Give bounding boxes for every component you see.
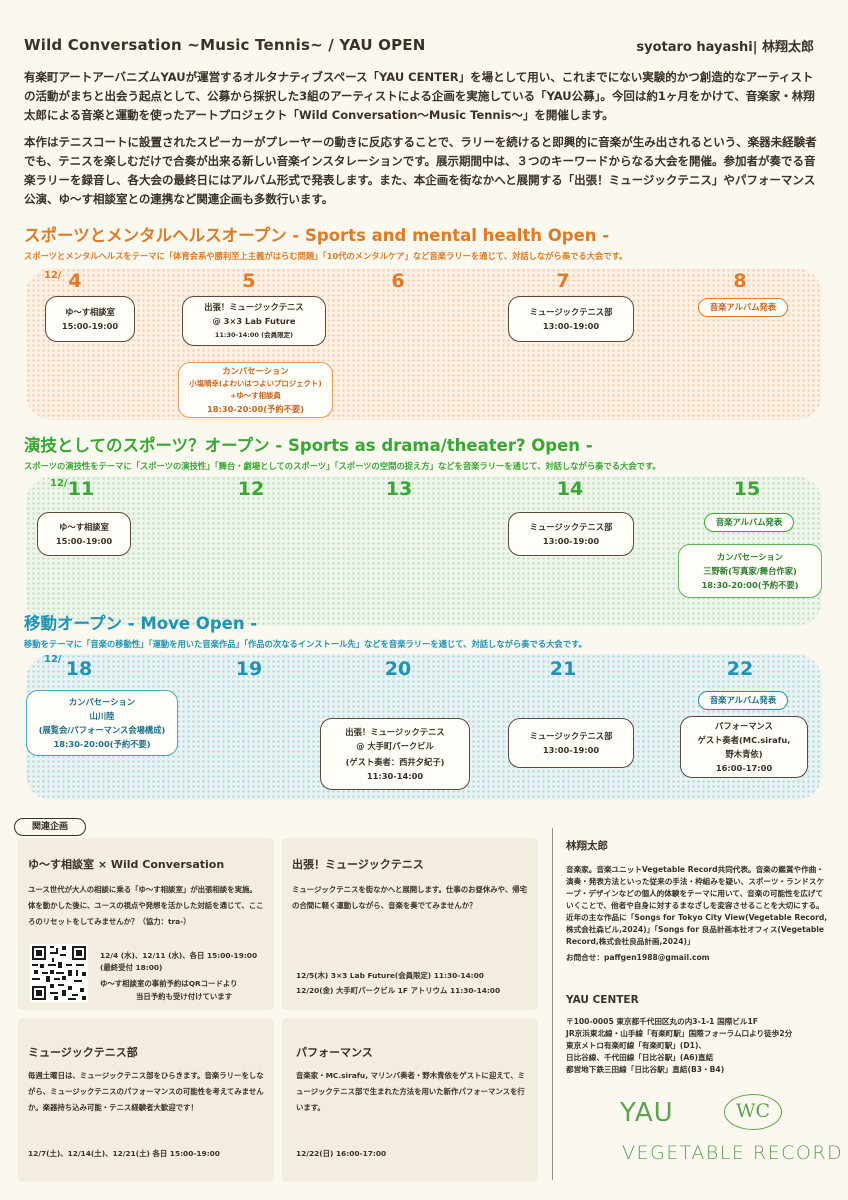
conversation-card-15: カンバセーション 三野新(写真家/舞台作家) 18:30-20:00(予約不要) xyxy=(678,544,822,598)
conversation-card-18: カンバセーション 山川陸 (展覧会/パフォーマンス会場構成) 18:30-20:… xyxy=(26,690,178,756)
related-box-trip: 出張！ミュージックテニス ミュージックテニスを街なかへと展開します。仕事のお昼休… xyxy=(282,838,538,1010)
related-box-performance-title: パフォーマンス xyxy=(296,1046,373,1059)
day-7: 7 xyxy=(556,270,570,292)
section-3-title: 移動オープン - Move Open - xyxy=(24,614,258,633)
related-box-performance: パフォーマンス 音楽家・MC.sirafu, マリンバ奏者・野木青依をゲストに迎… xyxy=(282,1018,538,1182)
related-box-club: ミュージックテニス部 毎週土曜日は、ミュージックテニス部をひらきます。音楽ラリー… xyxy=(18,1018,274,1182)
related-box-performance-date: 12/22(日) 16:00-17:00 xyxy=(296,1149,387,1158)
day-4: 4 xyxy=(68,270,82,292)
day-19: 19 xyxy=(235,658,263,680)
section-2-month: 12/ xyxy=(50,478,68,489)
performance-card-22: パフォーマンス ゲスト奏者(MC.sirafu, 野木青依) 16:00-17:… xyxy=(680,716,808,778)
day-5: 5 xyxy=(242,270,256,292)
intro-paragraph-1: 有楽町アートアーバニズムYAUが運営するオルタナティブスペース「YAU CENT… xyxy=(24,70,815,122)
day-8: 8 xyxy=(733,270,747,292)
qr-code-icon[interactable] xyxy=(30,944,88,1002)
section-2-title: 演技としてのスポーツ？オープン - Sports as drama/theate… xyxy=(24,436,593,455)
intro-paragraph-2: 本作はテニスコートに設置されたスピーカーがプレーヤーの動きに反応することで、ラリ… xyxy=(24,135,817,206)
section-1-month: 12/ xyxy=(44,270,62,281)
related-box-trip-date1: 12/5(木) 3×3 Lab Future(会員限定) 11:30-14:00 xyxy=(296,971,484,980)
album-release-pill-8: 音楽アルバム発表 xyxy=(698,298,788,317)
related-box-youth-body: ユース世代が大人の相談に乗る「ゆ〜す相談室」が出張相談を実施。体を動かした後に、… xyxy=(28,885,264,926)
venue-access-1: JR京浜東北線・山手線「有楽町駅」国際フォーラム口より徒歩2分 xyxy=(566,1029,793,1038)
conversation-card-5: カンバセーション 小塩晴幸(よわいはつよいプロジェクト) +ゆ〜す相談員 18:… xyxy=(178,362,333,418)
section-3-month: 12/ xyxy=(44,654,62,665)
section-1-title: スポーツとメンタルヘルスオープン - Sports and mental hea… xyxy=(24,226,610,245)
profile-name: 林翔太郎 xyxy=(566,840,608,852)
related-box-youth-note1: ゆ〜す相談室の事前予約はQRコードより xyxy=(100,979,238,988)
section-1-band xyxy=(26,268,822,420)
wc-logo: WC xyxy=(724,1094,782,1130)
day-14: 14 xyxy=(556,478,584,500)
venue-access-4: 都営地下鉄三田線「日比谷駅」直結(B3・B4) xyxy=(566,1065,725,1074)
related-box-trip-body: ミュージックテニスを街なかへと展開します。仕事のお昼休みや、帰宅の合間に軽く運動… xyxy=(292,885,528,910)
related-box-club-body: 毎週土曜日は、ミュージックテニス部をひらきます。音楽ラリーをしながら、ミュージッ… xyxy=(28,1071,264,1112)
related-box-club-date: 12/7(土)、12/14(土)、12/21(土) 各日 15:00-19:00 xyxy=(28,1149,220,1158)
section-3-subtitle: 移動をテーマに「音楽の移動性」「運動を用いた音楽作品」「作品の次なるインストール… xyxy=(24,639,587,649)
yau-logo: YAU xyxy=(620,1098,674,1128)
venue-access-2: 東京メトロ有楽町線「有楽町駅」(D1)、 xyxy=(566,1041,707,1050)
profile-contact: お問合せ：paffgen1988@gmail.com xyxy=(566,953,710,962)
venue-name: YAU CENTER xyxy=(566,994,639,1006)
profile-body: 音楽家。音楽ユニットVegetable Record共同代表。音楽の鑑賞や作曲・… xyxy=(566,865,828,946)
trip-tennis-card-20: 出張！ミュージックテニス @ 大手町パークビル (ゲスト奏者：西井夕紀子) 11… xyxy=(320,718,470,790)
related-box-performance-body: 音楽家・MC.sirafu, マリンバ奏者・野木青依をゲストに迎えて、ミュージッ… xyxy=(296,1071,526,1112)
day-11: 11 xyxy=(67,478,95,500)
intro: 有楽町アートアーバニズムYAUが運営するオルタナティブスペース「YAU CENT… xyxy=(24,68,824,217)
album-release-pill-15: 音楽アルバム発表 xyxy=(704,513,794,532)
day-6: 6 xyxy=(391,270,405,292)
vertical-divider xyxy=(552,828,553,1180)
related-box-youth: ゆ〜す相談室 × Wild Conversation ユース世代が大人の相談に乗… xyxy=(18,838,274,1010)
day-18: 18 xyxy=(65,658,93,680)
related-box-youth-note2: 当日予約も受け付けています xyxy=(136,992,233,1001)
day-13: 13 xyxy=(385,478,413,500)
venue-access-3: 日比谷線、千代田線「日比谷駅」(A6)直結 xyxy=(566,1053,714,1062)
day-22: 22 xyxy=(726,658,754,680)
page-title: Wild Conversation ~Music Tennis~ / YAU O… xyxy=(24,36,426,54)
section-2-band xyxy=(26,476,822,626)
related-box-youth-date2: (最終受付 18:00) xyxy=(100,963,163,972)
vegetable-record-logo: VEGETABLE RECORD xyxy=(622,1142,844,1164)
day-20: 20 xyxy=(384,658,412,680)
album-release-pill-22: 音楽アルバム発表 xyxy=(698,691,788,710)
day-21: 21 xyxy=(549,658,577,680)
venue-address: 〒100-0005 東京都千代田区丸の内3-1-1 国際ビル1F xyxy=(566,1017,758,1026)
day-12: 12 xyxy=(237,478,265,500)
related-box-club-title: ミュージックテニス部 xyxy=(28,1046,138,1059)
day-15: 15 xyxy=(733,478,761,500)
related-events-label: 関連企画 xyxy=(14,818,86,836)
section-1-subtitle: スポーツとメンタルヘルスをテーマに「体育会系や勝利至上主義がはらむ問題」「10代… xyxy=(24,251,628,261)
related-box-trip-title: 出張！ミュージックテニス xyxy=(292,858,424,871)
related-box-trip-date2: 12/20(金) 大手町パークビル 1F アトリウム 11:30-14:00 xyxy=(296,986,501,995)
related-box-youth-date1: 12/4 (水)、12/11 (水)、各日 15:00-19:00 xyxy=(100,951,258,960)
author-name: syotaro hayashi| 林翔太郎 xyxy=(636,40,814,55)
related-box-youth-title: ゆ〜す相談室 × Wild Conversation xyxy=(28,858,225,871)
section-2-subtitle: スポーツの演技性をテーマに「スポーツの演技性」「舞台・劇場としてのスポーツ」「ス… xyxy=(24,461,661,471)
